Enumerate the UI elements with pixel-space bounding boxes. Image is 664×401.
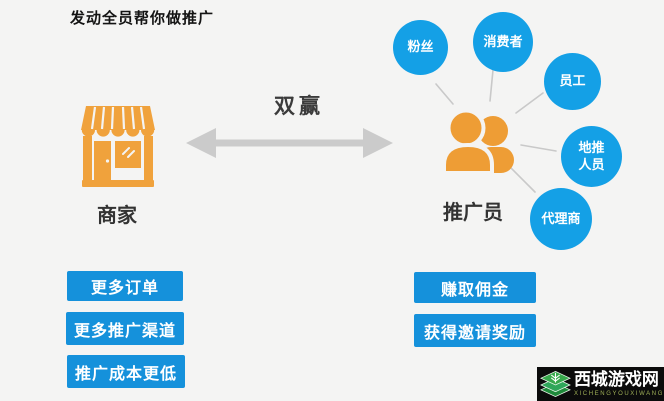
- watermark-bar: 西城游戏网 XICHENGYOUXIWANG: [537, 367, 664, 401]
- watermark-site-name: 西城游戏网: [573, 370, 659, 390]
- bubble-agents: 代理商: [530, 188, 592, 250]
- bubble-consumers: 消费者: [473, 12, 533, 72]
- watermark-text: 西城游戏网 XICHENGYOUXIWANG: [573, 370, 664, 397]
- page-title: 发动全员帮你做推广: [70, 10, 215, 27]
- storefront-icon: [81, 106, 155, 187]
- merchant-benefit-lower-cost: 推广成本更低: [67, 355, 185, 388]
- promoter-users-icon: [442, 108, 514, 175]
- bubble-ground-promoters: 地推 人员: [561, 126, 622, 187]
- merchant-benefit-more-channels: 更多推广渠道: [66, 312, 184, 345]
- bubble-employees: 员工: [544, 53, 601, 110]
- watermark-site-romanized: XICHENGYOUXIWANG: [573, 390, 664, 397]
- watermark-logo-icon: [540, 370, 571, 398]
- merchant-benefit-more-orders: 更多订单: [67, 271, 183, 301]
- promoter-label: 推广员: [443, 202, 503, 224]
- promoter-benefit-commission: 赚取佣金: [414, 272, 536, 303]
- promoter-benefit-invite-reward: 获得邀请奖励: [414, 314, 536, 347]
- relation-label: 双赢: [274, 95, 324, 118]
- double-arrow-icon: [186, 128, 393, 158]
- bubble-fans: 粉丝: [393, 20, 448, 75]
- merchant-label: 商家: [97, 205, 137, 227]
